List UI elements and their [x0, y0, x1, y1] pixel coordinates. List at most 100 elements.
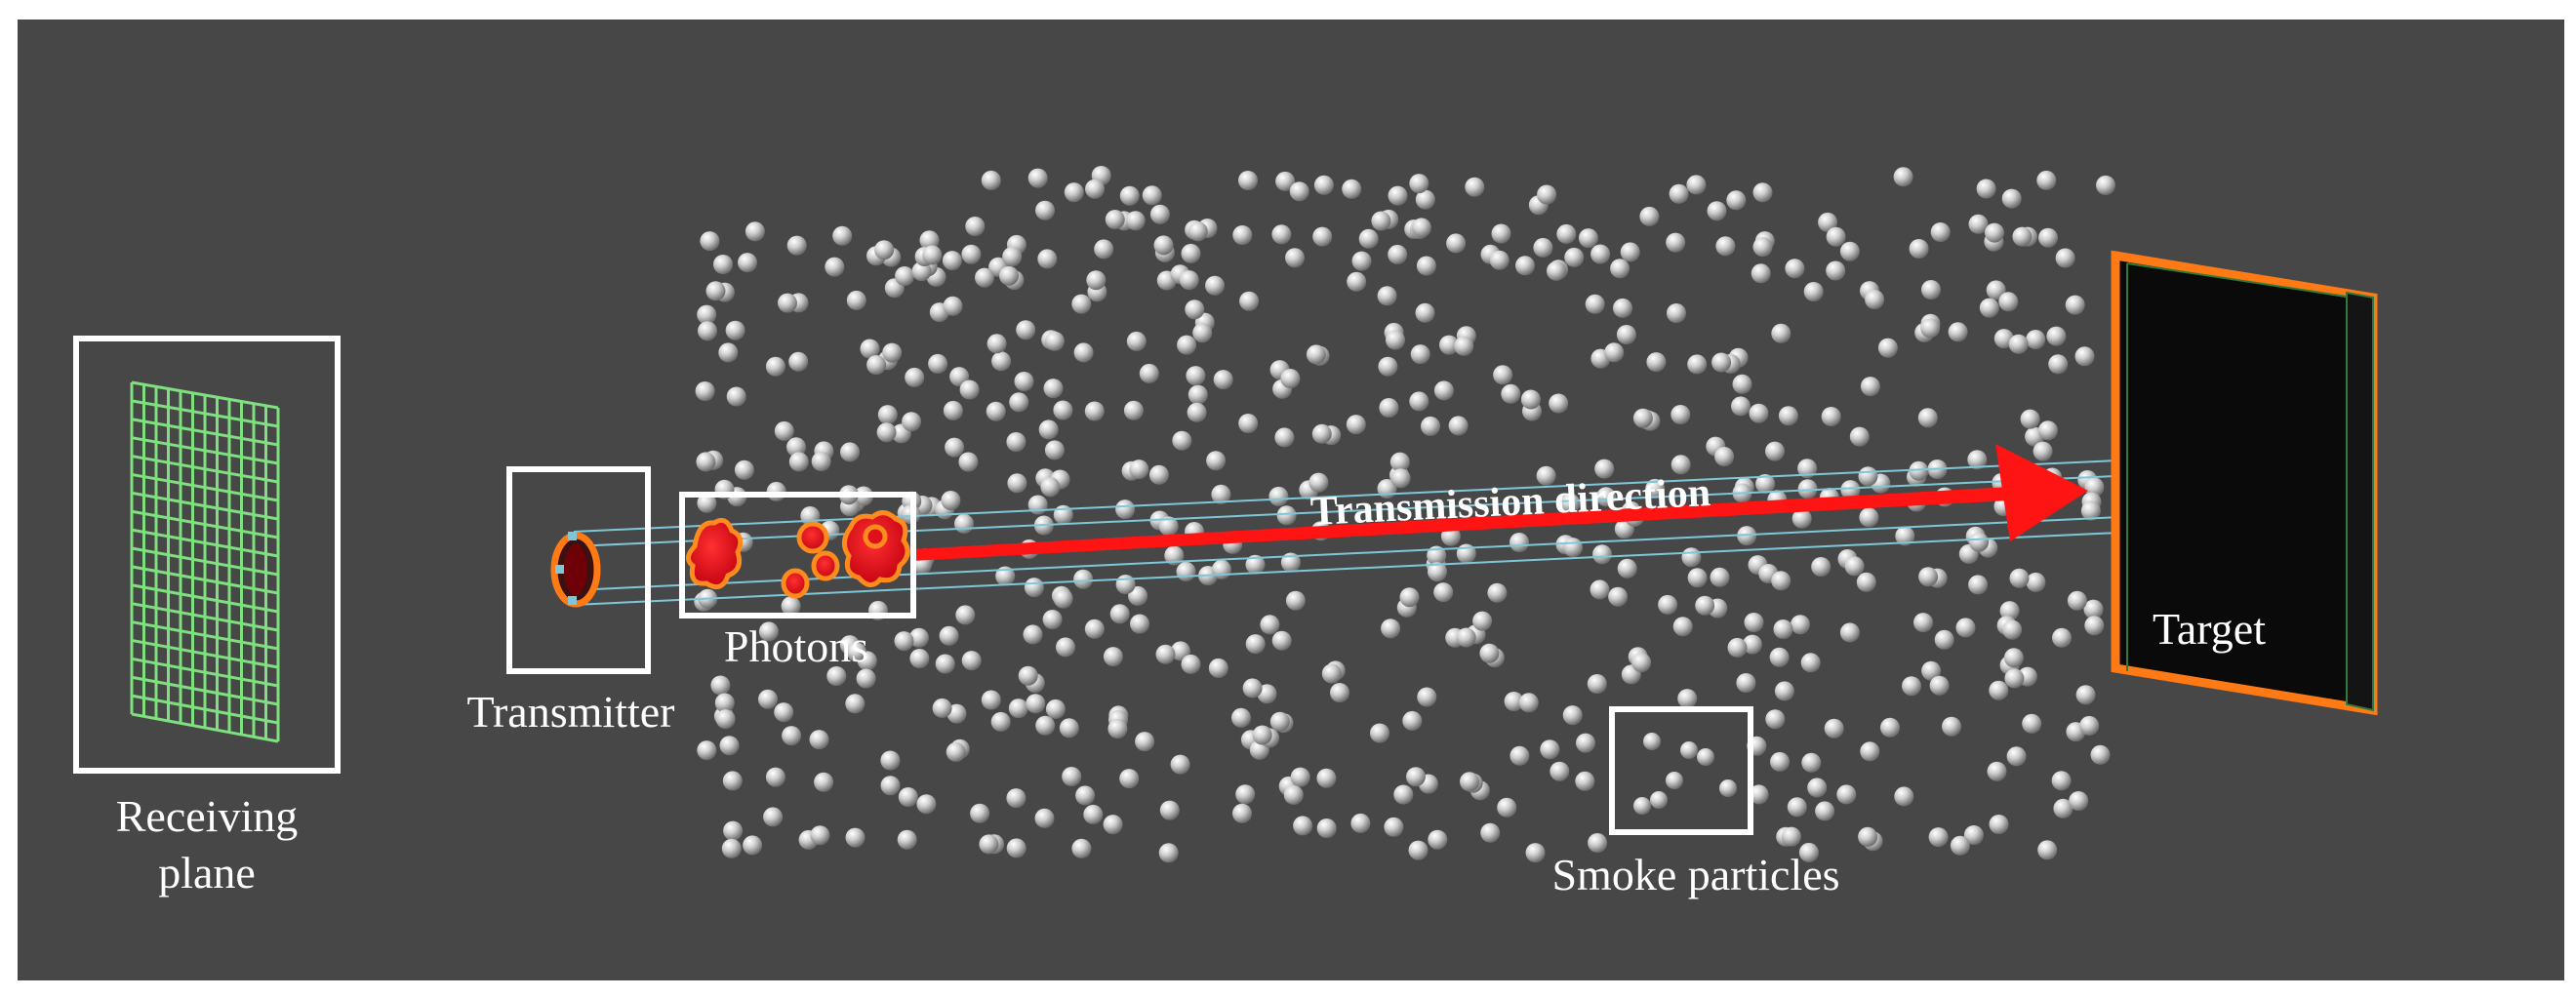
- grid-line-horizontal: [131, 380, 279, 410]
- smoke-particle: [1187, 221, 1208, 242]
- grid-line-horizontal: [131, 638, 279, 669]
- smoke-particle: [1632, 408, 1653, 428]
- smoke-particle: [1860, 377, 1880, 397]
- smoke-particle: [1433, 582, 1454, 603]
- smoke-particle: [2006, 746, 2027, 767]
- smoke-particle: [722, 771, 743, 791]
- smoke-particle: [961, 244, 982, 264]
- smoke-particle: [1491, 223, 1511, 244]
- smoke-particle: [919, 230, 940, 251]
- smoke-particle: [1465, 177, 1485, 197]
- smoke-particle: [1260, 615, 1280, 635]
- smoke-particle: [1645, 478, 1666, 499]
- smoke-particle: [1073, 342, 1094, 363]
- smoke-particle: [981, 690, 1001, 710]
- smoke-particle: [1103, 647, 1123, 667]
- smoke-particle: [1135, 732, 1155, 752]
- smoke-particle: [1749, 403, 1769, 423]
- smoke-particle: [1433, 380, 1454, 401]
- grid-line-horizontal: [131, 620, 279, 651]
- smoke-particle: [1836, 784, 1857, 805]
- smoke-particles-box: [1609, 706, 1753, 835]
- grid-line-horizontal: [131, 472, 279, 502]
- smoke-particle: [710, 675, 731, 696]
- smoke-particle: [1987, 761, 2007, 781]
- smoke-particle: [814, 772, 834, 792]
- smoke-particle: [1421, 416, 1440, 436]
- smoke-particle: [1158, 843, 1179, 863]
- smoke-particle: [1727, 637, 1748, 658]
- smoke-particle: [1658, 594, 1678, 615]
- smoke-particle: [1306, 344, 1326, 365]
- receiving-plane-label-line2: plane: [158, 848, 256, 898]
- smoke-particle: [856, 668, 876, 689]
- smoke-particle: [1073, 569, 1094, 589]
- smoke-particle: [895, 266, 915, 286]
- smoke-particle: [970, 803, 990, 823]
- smoke-particle: [1670, 405, 1691, 424]
- smoke-particle: [1289, 181, 1309, 202]
- smoke-particle: [1044, 331, 1065, 351]
- smoke-particle: [1985, 222, 2004, 243]
- smoke-particle: [1083, 804, 1104, 824]
- smoke-particle: [1518, 693, 1539, 713]
- smoke-particle: [1006, 432, 1026, 452]
- smoke-particle: [1179, 270, 1199, 291]
- smoke-particle: [1427, 545, 1447, 566]
- smoke-particle: [2001, 188, 2022, 209]
- smoke-particle: [1480, 822, 1501, 843]
- smoke-particle: [1139, 363, 1159, 383]
- smoke-particle: [1928, 827, 1949, 848]
- smoke-particle: [734, 459, 754, 480]
- smoke-particle: [1245, 634, 1266, 655]
- smoke-particle: [1245, 554, 1266, 575]
- smoke-particle: [1608, 586, 1629, 607]
- smoke-particle: [1164, 545, 1185, 566]
- grid-line-horizontal: [131, 418, 279, 447]
- smoke-particle: [1989, 680, 2009, 700]
- smoke-particle: [1342, 179, 1362, 199]
- smoke-particle: [1749, 784, 1769, 805]
- smoke-particle: [845, 694, 865, 714]
- smoke-particle: [1666, 232, 1686, 253]
- smoke-particle: [1428, 829, 1448, 850]
- smoke-particle: [1274, 427, 1295, 448]
- smoke-particle: [1710, 567, 1730, 587]
- smoke-particle: [1009, 392, 1029, 413]
- smoke-particle: [1130, 614, 1149, 634]
- smoke-particle: [781, 596, 801, 617]
- smoke-particle: [1859, 507, 1879, 528]
- smoke-particle: [1556, 223, 1577, 244]
- smoke-particle: [1515, 256, 1535, 276]
- grid-line-horizontal: [131, 583, 279, 614]
- smoke-particle: [1006, 788, 1026, 809]
- smoke-particle: [1497, 797, 1517, 818]
- smoke-particle: [979, 834, 999, 855]
- smoke-particle: [765, 356, 785, 377]
- smoke-particle: [1384, 817, 1404, 837]
- smoke-particle: [1826, 226, 1846, 247]
- smoke-particle: [1695, 595, 1715, 616]
- smoke-particle: [697, 493, 717, 513]
- smoke-particle: [1386, 330, 1405, 350]
- smoke-particle: [1917, 408, 1938, 428]
- smoke-particle: [738, 253, 757, 273]
- transmission-arrow: [912, 444, 2088, 561]
- smoke-particle: [1934, 629, 1954, 650]
- smoke-particle: [1275, 171, 1296, 191]
- smoke-particle: [1378, 356, 1398, 377]
- smoke-particle: [954, 513, 974, 534]
- smoke-particle: [860, 339, 880, 359]
- smoke-particle: [1801, 752, 1822, 773]
- smoke-particle: [786, 235, 807, 256]
- smoke-particle: [1765, 441, 1785, 461]
- smoke-particle: [1439, 335, 1459, 355]
- smoke-particle: [1181, 243, 1201, 263]
- smoke-particle: [1787, 797, 1807, 818]
- smoke-particle: [705, 281, 726, 301]
- smoke-particle: [1271, 630, 1292, 651]
- smoke-particle: [725, 320, 745, 340]
- smoke-particle: [1187, 384, 1208, 405]
- smoke-particle: [1006, 838, 1026, 858]
- smoke-particle: [1811, 557, 1831, 577]
